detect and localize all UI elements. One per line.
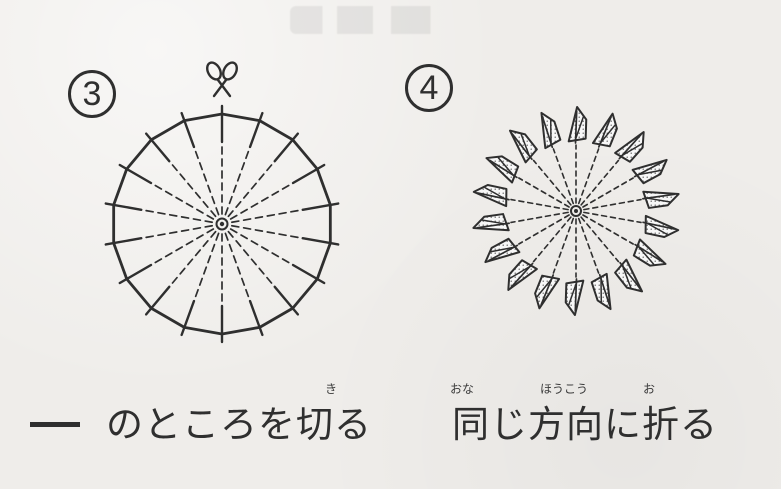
flap-edge-16 [488, 159, 518, 179]
cut-line-17 [144, 132, 171, 163]
fold-guide-line-5 [583, 198, 642, 211]
flap-edge-8 [619, 261, 641, 289]
cut-line-18 [180, 111, 196, 149]
fold-guide-line-6 [583, 211, 642, 224]
flap-edge-3 [618, 133, 642, 160]
flap-edge-6 [642, 221, 676, 230]
cut-caption: のところを切る [106, 403, 372, 446]
folded-flap-7 [632, 238, 667, 267]
flap-edge-18 [541, 115, 554, 149]
flap-edge-17 [511, 133, 533, 161]
fold-caption: 同じ方向に折る [452, 403, 718, 446]
fold-guide-line-15 [510, 198, 569, 211]
folded-flap-4 [631, 158, 668, 185]
flap-edge-9 [598, 273, 611, 307]
fold-center-mark [570, 205, 582, 217]
fold-guide-line-11 [552, 217, 575, 274]
furigana-ki: き [325, 382, 338, 396]
step-number-3: 3 [68, 70, 116, 118]
folded-flap-1 [567, 106, 588, 143]
cut-line-9 [248, 299, 264, 337]
cut-line-14 [104, 237, 143, 246]
cut-line-13 [118, 263, 153, 285]
flap-edge-15 [476, 192, 510, 201]
furigana-ona: おな [450, 382, 475, 396]
folded-flap-10 [564, 279, 585, 316]
furigana-houkou: ほうこう [540, 382, 589, 396]
fold-diagram [472, 106, 680, 316]
fold-guide-line-3 [580, 159, 620, 206]
cut-line-legend [30, 422, 80, 427]
fold-guide-line-13 [518, 214, 570, 245]
fold-guide-line-4 [582, 177, 634, 208]
cut-diagram [104, 61, 340, 344]
flap-edge-14 [476, 222, 510, 229]
cut-line-8 [273, 285, 300, 316]
folded-flap-13 [484, 237, 521, 264]
cut-line-7 [291, 263, 326, 285]
fold-guide-line-18 [552, 148, 575, 205]
center-dot [219, 221, 225, 227]
flap-edge-13 [488, 244, 519, 262]
flap-edge-1 [574, 110, 578, 144]
fold-guide-line-16 [518, 177, 570, 208]
cut-line-4 [291, 163, 326, 185]
cut-line-15 [104, 202, 143, 211]
folded-flap-16 [485, 155, 520, 184]
fold-guide-line-7 [582, 214, 634, 245]
background-bleed-through [290, 6, 470, 34]
cut-line-11 [180, 299, 196, 337]
flap-edge-10 [574, 278, 578, 312]
flap-edge-5 [642, 193, 676, 200]
cut-line-16 [118, 163, 153, 185]
flap-edge-11 [540, 274, 555, 306]
fold-center-dot [574, 209, 578, 213]
cut-line-12 [144, 285, 171, 316]
center-mark [215, 217, 229, 231]
flap-edge-2 [597, 116, 612, 148]
fold-guide-line-17 [532, 159, 572, 206]
fold-guide-line-14 [510, 211, 569, 224]
cut-line-6 [301, 237, 340, 246]
step-number-4: 4 [405, 64, 453, 112]
cut-line-2 [248, 111, 264, 149]
fold-guide-line-9 [577, 217, 600, 274]
fold-guide-line-8 [580, 216, 620, 263]
fold-guide-line-12 [532, 216, 572, 263]
scissors-icon [206, 61, 238, 98]
furigana-o: お [643, 382, 656, 396]
flap-edge-4 [633, 160, 664, 178]
cut-line-3 [273, 132, 300, 163]
fold-guide-line-2 [577, 148, 600, 205]
flap-edge-7 [634, 243, 664, 263]
flap-edge-12 [510, 262, 534, 289]
cut-line-5 [301, 202, 340, 211]
